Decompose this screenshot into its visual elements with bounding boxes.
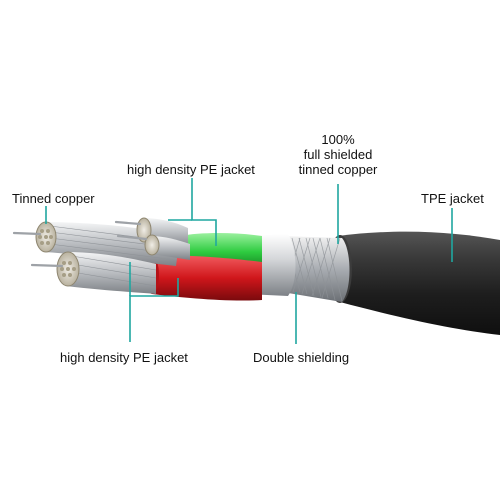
label-shield-line1: 100% bbox=[321, 132, 355, 147]
label-shield-line2: full shielded bbox=[303, 147, 373, 162]
leader-pe-jacket-top bbox=[191, 178, 217, 246]
label-shield-line3: tinned copper bbox=[298, 162, 378, 177]
outer-jacket bbox=[328, 231, 500, 335]
copper-strand-bundle-upper bbox=[136, 217, 190, 260]
leader-lines bbox=[45, 178, 453, 344]
label-double-shielding: Double shielding bbox=[253, 350, 350, 365]
leader-pe-jacket-bottom bbox=[129, 278, 179, 342]
label-pe-jacket-top: high density PE jacket bbox=[127, 162, 255, 177]
label-tpe-jacket: TPE jacket bbox=[421, 191, 484, 206]
label-pe-jacket-bottom: high density PE jacket bbox=[60, 350, 188, 365]
copper-strand-bundle-lower bbox=[56, 251, 157, 294]
label-tinned-copper: Tinned copper bbox=[12, 191, 95, 206]
drain-wires bbox=[12, 220, 148, 268]
